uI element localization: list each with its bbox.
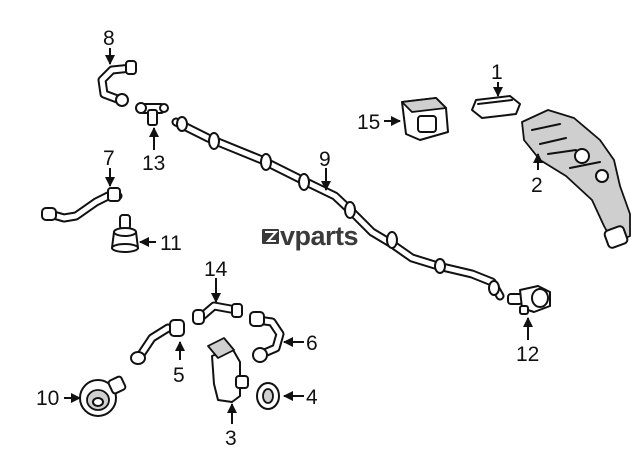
- hose-clip: [434, 258, 446, 274]
- carparts-logo-icon: [262, 229, 279, 244]
- callout-9: 9: [319, 148, 331, 171]
- callout-leaders: [64, 48, 543, 424]
- callout-5: 5: [173, 364, 185, 387]
- callout-8: 8: [103, 27, 115, 50]
- callout-1: 1: [491, 61, 503, 84]
- callout-15: 15: [357, 111, 380, 134]
- callout-14: 14: [204, 258, 228, 281]
- hose-clip: [386, 231, 398, 249]
- part-11-check-valve: [111, 214, 139, 253]
- part-3-washer-pump: [207, 337, 249, 403]
- callout-12: 12: [516, 343, 539, 366]
- part-15-control-module: [401, 97, 449, 141]
- hose-clip: [298, 173, 310, 191]
- part-10-pump-motor: [79, 375, 127, 417]
- callout-3: 3: [225, 427, 237, 450]
- callout-10: 10: [36, 387, 59, 410]
- hose-clip: [208, 132, 220, 150]
- callout-2: 2: [531, 174, 543, 197]
- part-13-t-connector: [135, 102, 169, 126]
- hose-clip: [488, 280, 500, 296]
- callout-7: 7: [103, 147, 115, 170]
- part-9-washer-hose: [171, 116, 505, 301]
- hose-clip: [176, 116, 188, 132]
- part-6-curved-hose: [249, 311, 285, 363]
- hose-clip: [260, 153, 272, 171]
- part-7-hose: [41, 187, 123, 223]
- part-2-washer-nozzle: [521, 109, 631, 249]
- callout-4: 4: [306, 386, 318, 409]
- part-5-elbow-hose: [130, 319, 185, 365]
- part-12-connector: [507, 285, 551, 315]
- part-14-hose: [192, 301, 243, 325]
- callout-numbers: 1 2 3 4 5 6 7 8 9 10 11 12 13 14 15: [36, 27, 543, 450]
- callout-11: 11: [160, 232, 182, 255]
- callout-13: 13: [142, 152, 165, 175]
- hose-clip: [344, 201, 356, 219]
- callout-6: 6: [306, 332, 318, 355]
- part-8-hose: [97, 60, 137, 107]
- part-1-cover-cap: [471, 95, 521, 119]
- watermark-text: vparts: [280, 221, 358, 251]
- watermark: vparts: [262, 221, 359, 251]
- part-4-grommet: [256, 382, 280, 410]
